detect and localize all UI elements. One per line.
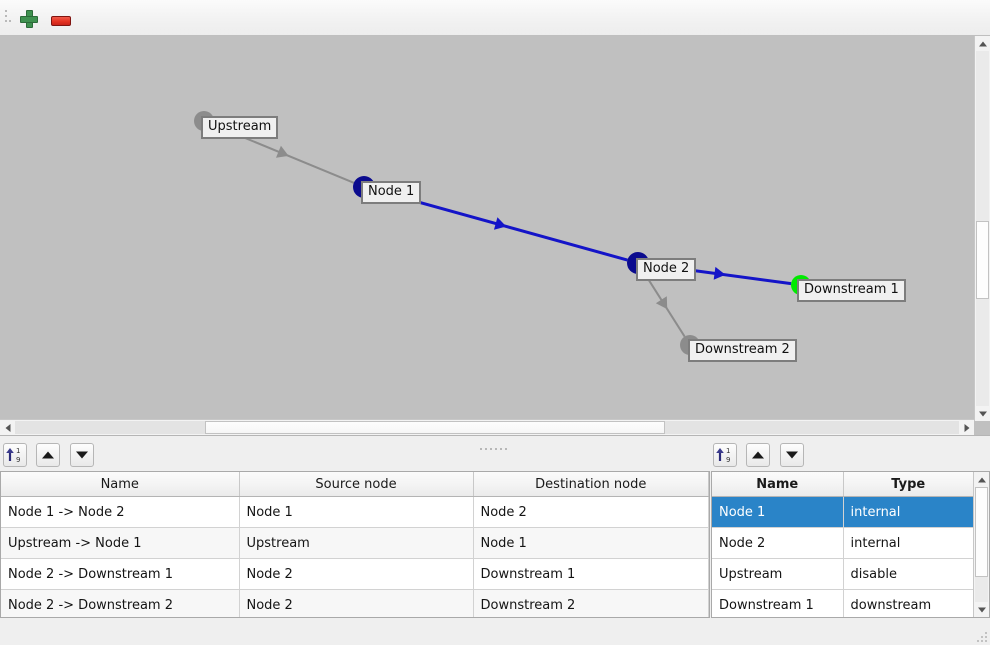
- svg-text:1: 1: [726, 447, 730, 455]
- graph-canvas[interactable]: Upstream Node 1 Node 2 Downstream 1 Down…: [0, 36, 974, 421]
- minus-icon: [51, 16, 71, 26]
- node-sort-button[interactable]: 1 9: [713, 443, 737, 467]
- edge-name-cell[interactable]: Upstream -> Node 1: [1, 527, 240, 559]
- table-row[interactable]: Node 2 -> Downstream 1 Node 2 Downstream…: [1, 558, 709, 590]
- plus-icon: [20, 10, 38, 28]
- edge-move-up-button[interactable]: [36, 443, 60, 467]
- scroll-down-arrow[interactable]: [975, 406, 990, 421]
- table-row[interactable]: Node 2 internal: [712, 527, 974, 559]
- table-row[interactable]: Node 1 internal: [712, 496, 974, 528]
- table-row[interactable]: Upstream -> Node 1 Upstream Node 1: [1, 527, 709, 559]
- edge-name-cell[interactable]: Node 2 -> Downstream 2: [1, 589, 240, 617]
- node-name-cell[interactable]: Upstream: [712, 558, 844, 590]
- graph-edge-arrowhead: [655, 296, 668, 310]
- node-type-cell[interactable]: internal: [843, 527, 974, 559]
- node-table-header-row: Name Type: [712, 472, 974, 497]
- edge-source-cell[interactable]: Node 2: [239, 589, 474, 617]
- edge-destination-cell[interactable]: Downstream 2: [473, 589, 709, 617]
- graph-node-label-node2: Node 2: [636, 258, 697, 281]
- node-type-cell[interactable]: internal: [843, 496, 974, 528]
- graph-edge-arrowhead: [713, 266, 726, 280]
- triangle-up-icon: [42, 451, 54, 459]
- horizontal-splitter[interactable]: [0, 436, 990, 450]
- graph-edges-layer: [212, 123, 792, 338]
- splitter-grip: [480, 439, 510, 454]
- scroll-thumb[interactable]: [205, 421, 665, 434]
- node-name-cell[interactable]: Node 2: [712, 527, 844, 559]
- scroll-thumb[interactable]: [975, 487, 988, 577]
- edge-destination-cell[interactable]: Downstream 1: [473, 558, 709, 590]
- node-name-cell[interactable]: Downstream 1: [712, 589, 844, 617]
- graph-node-label-upstream: Upstream: [201, 116, 279, 139]
- node-table[interactable]: Name Type Node 1 internal Node 2 interna…: [712, 472, 974, 617]
- edge-move-down-button[interactable]: [70, 443, 94, 467]
- toolbar: [0, 0, 990, 36]
- sort-ascending-icon: 1 9: [6, 447, 20, 464]
- table-row[interactable]: Downstream 1 downstream: [712, 589, 974, 617]
- edge-column-header-source[interactable]: Source node: [239, 472, 474, 497]
- node-table-panel: Name Type Node 1 internal Node 2 interna…: [711, 471, 990, 618]
- node-type-cell[interactable]: disable: [843, 558, 974, 590]
- svg-text:9: 9: [16, 456, 20, 464]
- edge-table[interactable]: Name Source node Destination node Node 1…: [1, 472, 709, 617]
- scroll-right-arrow[interactable]: [959, 420, 974, 435]
- edge-table-header-row: Name Source node Destination node: [1, 472, 709, 497]
- window-resize-grip[interactable]: [975, 630, 987, 642]
- scroll-thumb[interactable]: [976, 221, 989, 299]
- delete-node-button[interactable]: [48, 7, 74, 29]
- add-node-button[interactable]: [16, 7, 42, 29]
- edge-source-cell[interactable]: Node 2: [239, 558, 474, 590]
- edge-sort-button[interactable]: 1 9: [3, 443, 27, 467]
- edge-destination-cell[interactable]: Node 1: [473, 527, 709, 559]
- edge-destination-cell[interactable]: Node 2: [473, 496, 709, 528]
- edge-name-cell[interactable]: Node 2 -> Downstream 1: [1, 558, 240, 590]
- canvas-vertical-scrollbar[interactable]: [974, 36, 990, 421]
- canvas-horizontal-scrollbar[interactable]: [0, 419, 974, 435]
- triangle-down-icon: [786, 451, 798, 459]
- scroll-left-arrow[interactable]: [0, 420, 15, 435]
- edge-table-panel: Name Source node Destination node Node 1…: [0, 471, 710, 618]
- graph-node-label-downstream2: Downstream 2: [688, 339, 797, 362]
- node-name-cell[interactable]: Node 1: [712, 496, 844, 528]
- table-row[interactable]: Upstream disable: [712, 558, 974, 590]
- scroll-up-arrow[interactable]: [975, 36, 990, 51]
- sort-ascending-icon: 1 9: [716, 447, 730, 464]
- graph-edge-arrowhead: [275, 145, 289, 158]
- toolbar-drag-handle[interactable]: [5, 10, 11, 27]
- triangle-up-icon: [752, 451, 764, 459]
- node-column-header-type[interactable]: Type: [843, 472, 974, 497]
- node-move-up-button[interactable]: [746, 443, 770, 467]
- table-row[interactable]: Node 1 -> Node 2 Node 1 Node 2: [1, 496, 709, 528]
- node-move-down-button[interactable]: [780, 443, 804, 467]
- svg-text:1: 1: [16, 447, 20, 455]
- edge-column-header-destination[interactable]: Destination node: [473, 472, 709, 497]
- graph-node-label-downstream1: Downstream 1: [797, 279, 906, 302]
- edge-source-cell[interactable]: Upstream: [239, 527, 474, 559]
- svg-text:9: 9: [726, 456, 730, 464]
- node-table-vertical-scrollbar[interactable]: [973, 472, 989, 617]
- graph-canvas-area: Upstream Node 1 Node 2 Downstream 1 Down…: [0, 36, 990, 436]
- scroll-up-arrow[interactable]: [974, 472, 989, 487]
- graph-edge-arrowhead: [493, 217, 507, 230]
- table-row[interactable]: Node 2 -> Downstream 2 Node 2 Downstream…: [1, 589, 709, 617]
- triangle-down-icon: [76, 451, 88, 459]
- node-column-header-name[interactable]: Name: [712, 472, 844, 497]
- edge-name-cell[interactable]: Node 1 -> Node 2: [1, 496, 240, 528]
- graph-node-label-node1: Node 1: [361, 181, 422, 204]
- node-type-cell[interactable]: downstream: [843, 589, 974, 617]
- edge-column-header-name[interactable]: Name: [1, 472, 240, 497]
- scroll-down-arrow[interactable]: [974, 602, 989, 617]
- edge-source-cell[interactable]: Node 1: [239, 496, 474, 528]
